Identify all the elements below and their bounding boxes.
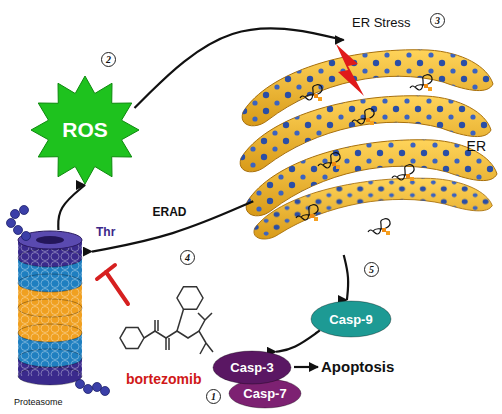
caspase-ellipse: Casp-9 xyxy=(310,300,392,338)
label-holder: 3 xyxy=(430,13,445,28)
callout-number: 2 xyxy=(101,52,116,67)
callout-number: 1 xyxy=(206,389,221,404)
edge-label: ERAD xyxy=(151,205,189,219)
part-label: ER xyxy=(467,138,486,154)
caspase-ellipse: Casp-3 xyxy=(212,350,292,385)
pathway-arrow xyxy=(276,330,320,351)
stress-bolt xyxy=(336,44,364,96)
pathway-arrow xyxy=(344,255,348,300)
label-holder: 5 xyxy=(364,262,379,277)
ellipse-outline xyxy=(229,379,301,408)
label-holder: ER Stress xyxy=(352,15,411,30)
ubiquitin-chain xyxy=(7,206,110,396)
node-label: Casp-7 xyxy=(243,386,286,401)
er-membranes xyxy=(240,50,497,239)
inhibition-mark xyxy=(97,265,128,304)
part-label: Proteasome xyxy=(14,397,63,407)
label-holder: bortezomib xyxy=(126,371,201,387)
ros-burst: ROS xyxy=(30,75,140,185)
unfolded-proteins xyxy=(296,75,432,235)
bortezomib-molecule xyxy=(120,287,213,354)
label-holder: 1 xyxy=(206,389,221,404)
pathway-arrow xyxy=(58,185,85,230)
ellipse-outline xyxy=(311,301,391,337)
edge-label-holder: ERAD xyxy=(151,205,189,219)
apoptosis-arrow xyxy=(294,366,318,368)
proteasome-barrel xyxy=(18,231,82,385)
label-holder: Apoptosis xyxy=(321,358,394,375)
ellipse-outline xyxy=(213,351,291,384)
drug-label: bortezomib xyxy=(126,371,201,387)
label-holder: 4 xyxy=(180,250,195,265)
label-holder: 2 xyxy=(101,52,116,67)
node-label: ROS xyxy=(62,118,108,142)
pathway-arrow xyxy=(135,28,344,108)
callout-number: 5 xyxy=(364,262,379,277)
proteasome-complex: Proteasome xyxy=(8,230,92,410)
callout-number: 3 xyxy=(430,13,445,28)
node-label: Casp-9 xyxy=(329,312,372,327)
er-organelle: ER xyxy=(232,40,498,255)
residue-label: Thr xyxy=(96,225,115,239)
burst-outline xyxy=(31,76,139,184)
process-label: ER Stress xyxy=(352,15,411,30)
pathway-arrow xyxy=(92,201,253,251)
node-label: Casp-3 xyxy=(230,360,273,375)
callout-number: 4 xyxy=(180,250,195,265)
label-holder: Thr xyxy=(96,225,115,239)
outcome-label: Apoptosis xyxy=(321,358,394,375)
